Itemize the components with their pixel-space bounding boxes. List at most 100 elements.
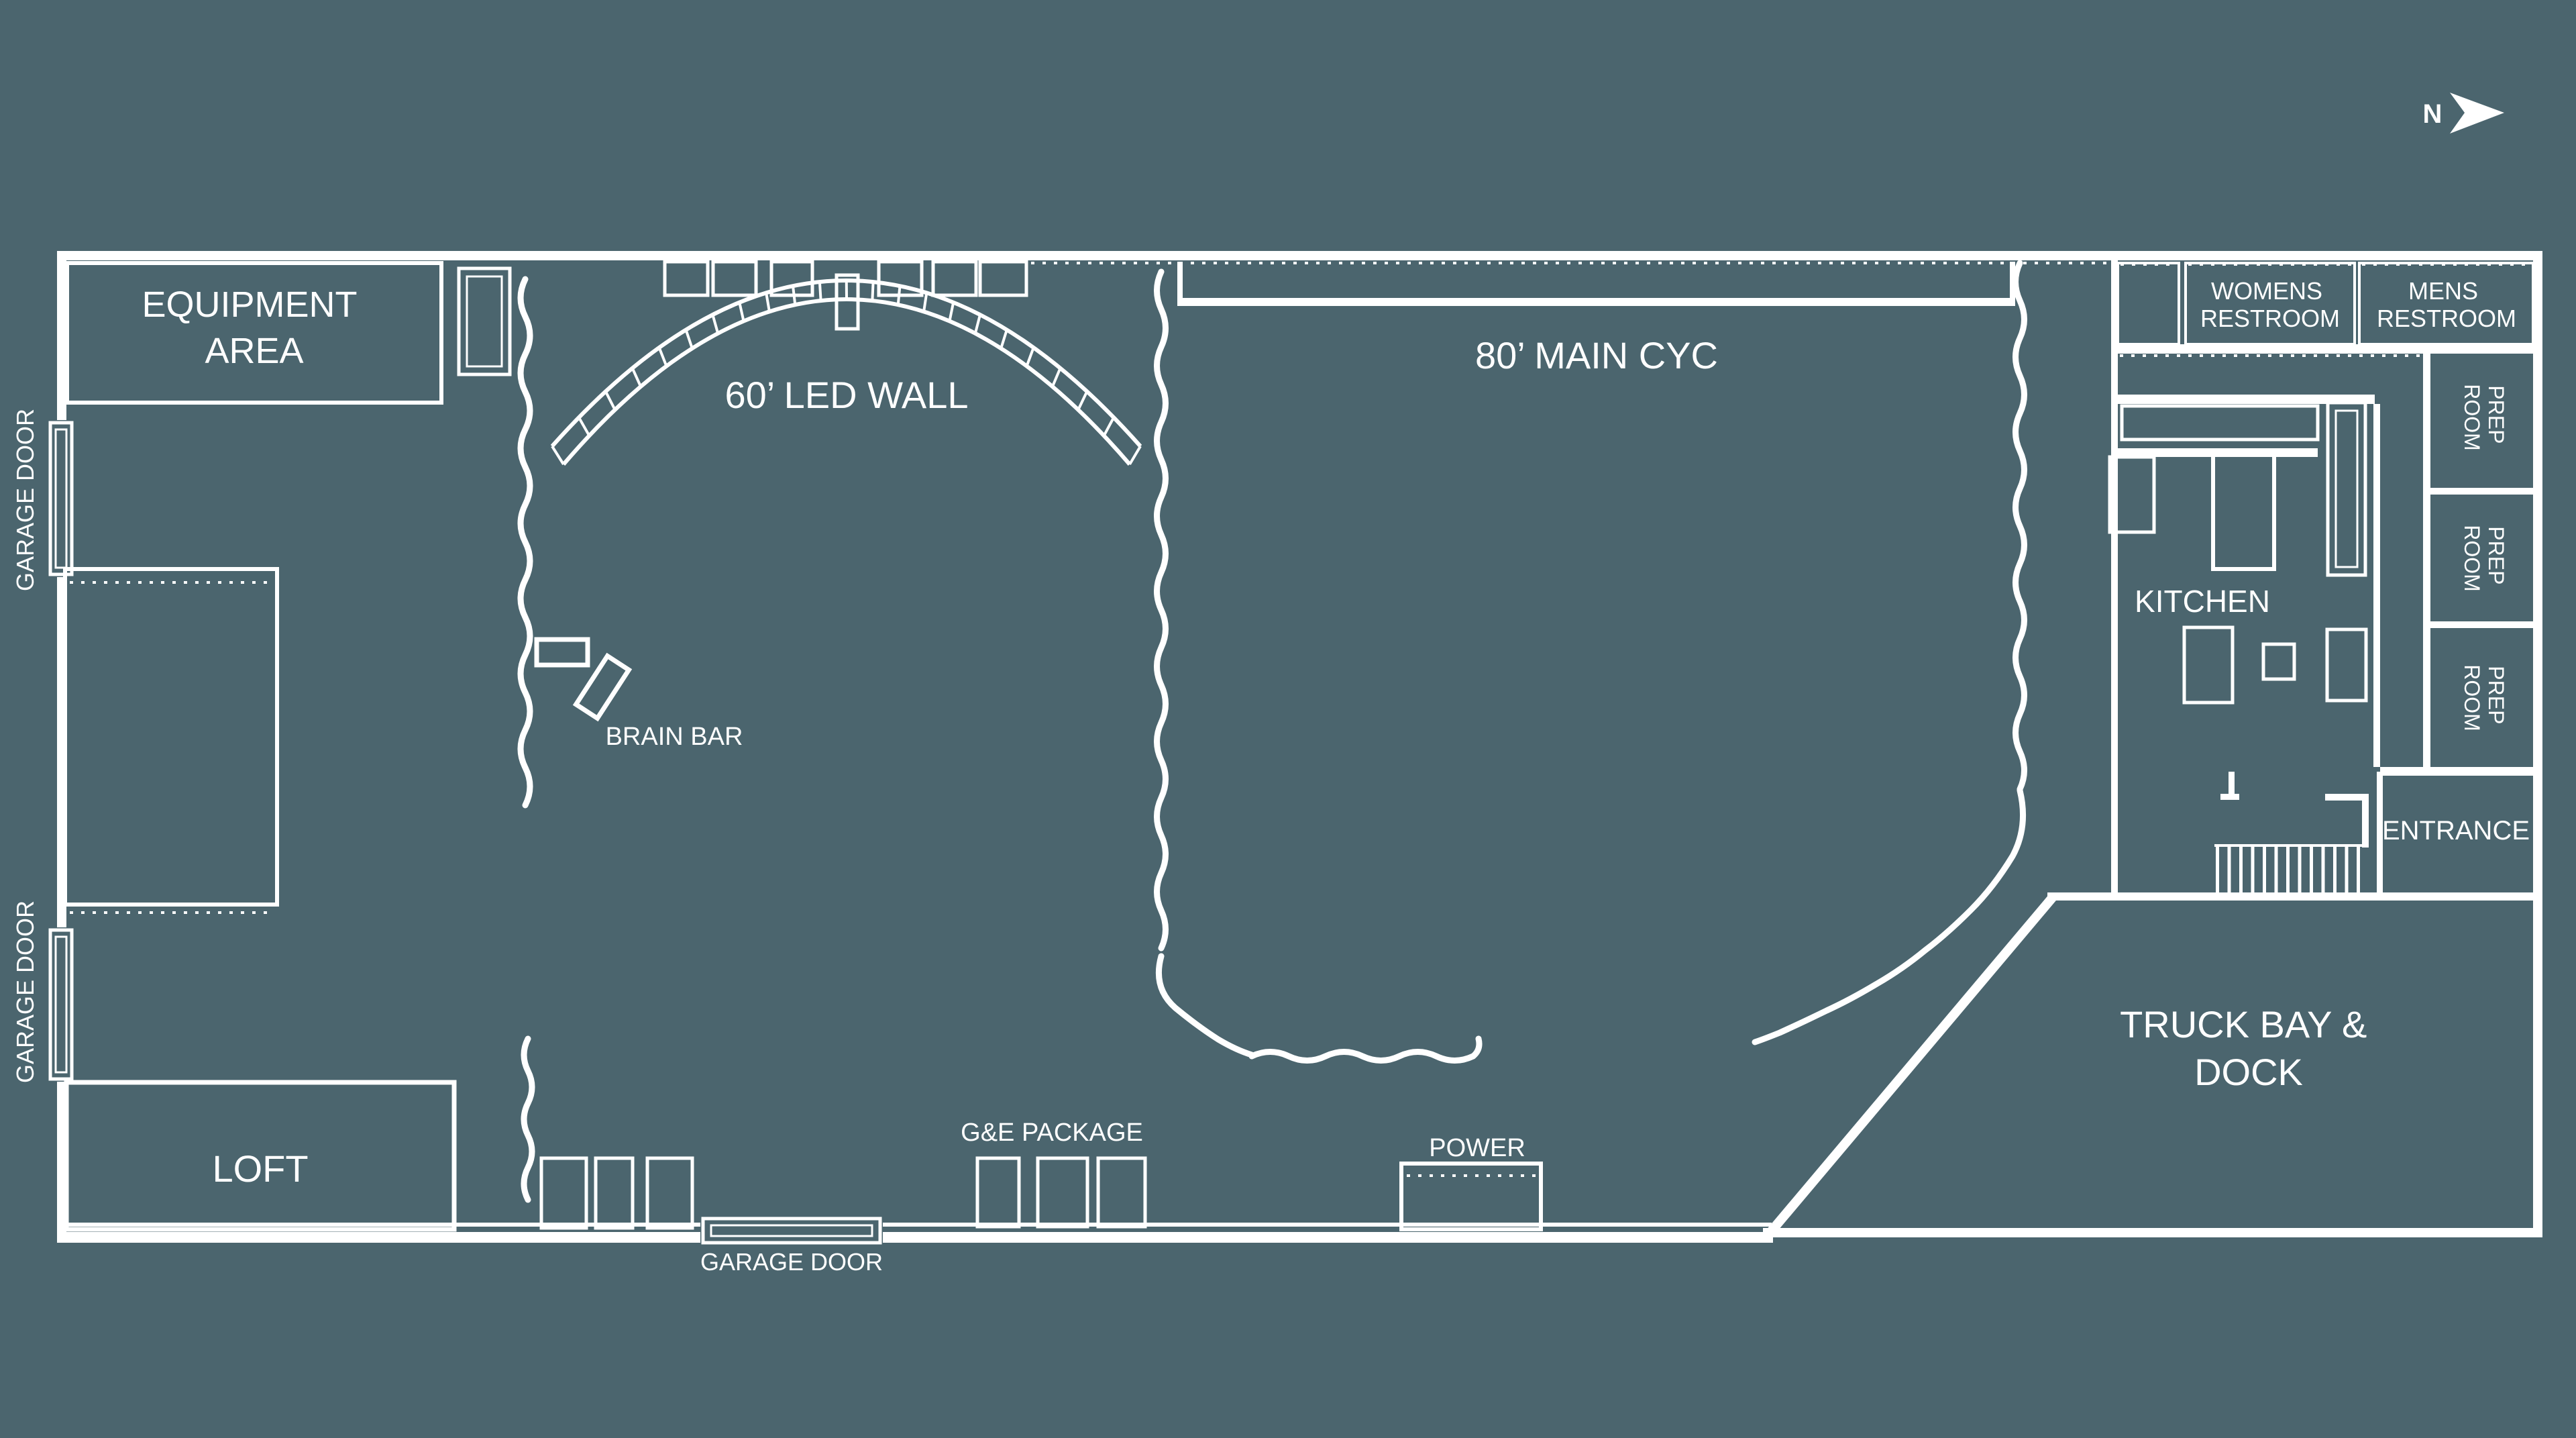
kitchen-island bbox=[2211, 453, 2276, 571]
led-arc-rung bbox=[922, 293, 928, 312]
left-storage-room bbox=[63, 567, 279, 914]
corridor-bottom-wall bbox=[2116, 395, 2375, 404]
wall-top bbox=[57, 251, 2542, 260]
stair-bar bbox=[2357, 847, 2360, 892]
ceiling-box bbox=[931, 260, 978, 297]
wall-bottom-inner bbox=[57, 1223, 1772, 1227]
loft-room: LOFT bbox=[64, 1080, 457, 1232]
prep-room-1-label: PREP ROOM bbox=[2460, 384, 2508, 451]
prep-separator-2 bbox=[2430, 621, 2533, 628]
loft-side-boxes bbox=[539, 1156, 694, 1230]
stair-bar bbox=[2227, 847, 2231, 892]
prep-left-wall bbox=[2423, 346, 2430, 776]
wall-truck-top bbox=[2047, 892, 2542, 901]
entrance-area: ENTRANCE bbox=[2377, 772, 2530, 896]
led-arc-outer bbox=[550, 278, 1142, 448]
garage-door-upper-left-label: GARAGE DOOR bbox=[11, 409, 39, 591]
box bbox=[594, 1156, 635, 1230]
prep-separator-1 bbox=[2430, 488, 2533, 495]
led-arc-rung bbox=[631, 367, 642, 387]
truck-bay: TRUCK BAY & DOCK bbox=[2120, 1003, 2367, 1093]
loft-label: LOFT bbox=[212, 1147, 308, 1190]
led-arc-rung bbox=[711, 314, 720, 334]
led-arc-rung bbox=[765, 293, 771, 312]
brain-bar-desk-2 bbox=[572, 652, 633, 722]
ge-package: G&E PACKAGE bbox=[961, 1119, 1147, 1229]
cyc-band-right-end bbox=[2010, 262, 2015, 306]
kitchen-label: KITCHEN bbox=[2135, 584, 2270, 619]
garage-door-lower-left-label: GARAGE DOOR bbox=[11, 901, 39, 1083]
mens-restroom-room bbox=[2358, 262, 2534, 346]
main-cyc-label: 80’ MAIN CYC bbox=[1475, 334, 1718, 376]
stair-bar bbox=[2216, 847, 2219, 892]
stair-bar bbox=[2345, 847, 2349, 892]
curtain-squiggle bbox=[1154, 268, 1169, 952]
led-arc-rung bbox=[1051, 367, 1062, 387]
ceiling-box bbox=[769, 260, 814, 297]
wall-right bbox=[2533, 251, 2542, 1237]
kitchen-block: KITCHEN bbox=[2108, 354, 2422, 848]
cyc-band-bottom bbox=[1177, 298, 2015, 306]
ceiling-box bbox=[663, 260, 710, 297]
led-arc-rung bbox=[1077, 391, 1089, 411]
led-arc-rung bbox=[657, 347, 668, 367]
box bbox=[539, 1156, 588, 1230]
garage-door-upper-left: GARAGE DOOR bbox=[11, 409, 74, 591]
equipment-side-cabinet-outer bbox=[457, 266, 512, 376]
kitchen-column-outer bbox=[2326, 401, 2367, 577]
stair-bar bbox=[2321, 847, 2325, 892]
led-arc-rung bbox=[684, 329, 694, 349]
brain-bar: BRAIN BAR bbox=[534, 637, 743, 751]
wall-bottom bbox=[57, 1232, 1773, 1243]
box bbox=[645, 1156, 694, 1230]
led-arc-rung bbox=[973, 314, 981, 334]
north-arrow-icon bbox=[2450, 93, 2504, 134]
led-arc-rung bbox=[948, 302, 955, 321]
ge-package-label: G&E PACKAGE bbox=[961, 1119, 1143, 1147]
cyc-band-left-end bbox=[1177, 262, 1183, 306]
garage-door-lower-left: GARAGE DOOR bbox=[11, 901, 74, 1083]
kitchen-column-lower bbox=[2325, 627, 2368, 703]
curtain-squiggle bbox=[1155, 953, 1255, 1058]
north-indicator: N bbox=[2423, 93, 2504, 134]
entrance-left-wall bbox=[2377, 772, 2383, 896]
brain-bar-desk-1 bbox=[534, 637, 590, 668]
ceiling-box bbox=[877, 260, 924, 297]
generated-curtains-arc-hatch bbox=[517, 260, 2360, 1203]
main-cyc-zone: 80’ MAIN CYC bbox=[1031, 262, 2108, 376]
stair-bar bbox=[2310, 847, 2313, 892]
ceiling-box bbox=[711, 260, 758, 297]
prep-rooms: PREP ROOM PREP ROOM PREP ROOM bbox=[2380, 346, 2533, 776]
led-wall-label: 60’ LED WALL bbox=[724, 374, 968, 416]
led-arc-rung bbox=[1102, 417, 1115, 437]
kitchen-right-wall bbox=[2373, 404, 2380, 767]
prep-bottom-wall bbox=[2380, 767, 2533, 776]
led-arc-rung bbox=[738, 302, 745, 321]
ceiling-box bbox=[978, 260, 1028, 297]
ge-box bbox=[975, 1156, 1021, 1229]
stair-bar bbox=[2286, 847, 2290, 892]
stair-bar bbox=[2298, 847, 2302, 892]
garage-door-bottom: GARAGE DOOR bbox=[700, 1216, 883, 1276]
stair-bar bbox=[2251, 847, 2255, 892]
equipment-area-room: EQUIPMENT AREA bbox=[65, 261, 512, 405]
led-arc-rung bbox=[1000, 329, 1008, 349]
left-storage-room-outline bbox=[63, 567, 279, 907]
mens-restroom-label: MENS RESTROOM bbox=[2377, 277, 2516, 332]
brain-bar-label: BRAIN BAR bbox=[606, 723, 743, 751]
stair-bar bbox=[2333, 847, 2337, 892]
restroom-block-left-wall bbox=[2111, 260, 2118, 896]
north-label: N bbox=[2423, 99, 2443, 129]
wall-truck-diagonal bbox=[1764, 894, 2057, 1238]
garage-door-bottom-label: GARAGE DOOR bbox=[700, 1248, 883, 1276]
stair-bar bbox=[2239, 847, 2243, 892]
equipment-side-cabinet-inner bbox=[466, 275, 503, 368]
curtain-squiggle bbox=[517, 276, 533, 809]
power-area: POWER bbox=[1399, 1134, 1543, 1231]
led-wall-zone: 60’ LED WALL bbox=[724, 273, 969, 416]
entrance-label: ENTRANCE bbox=[2382, 816, 2530, 845]
led-arc-rung bbox=[1128, 445, 1142, 466]
curtain-squiggle bbox=[1248, 1035, 1483, 1064]
stairs-top-line bbox=[2214, 844, 2369, 847]
